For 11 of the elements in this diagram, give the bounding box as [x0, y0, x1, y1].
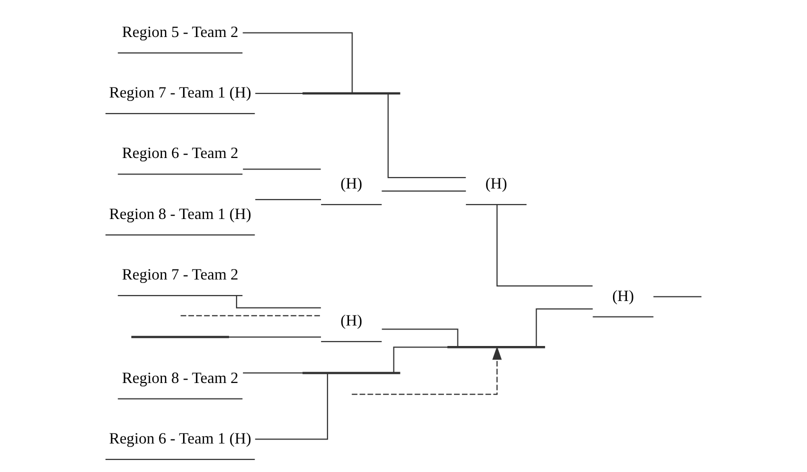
node-text: Region 5 - Team 2: [121, 24, 238, 41]
node-text: (H): [340, 312, 362, 330]
node-text: Region 8 - Team 2: [121, 370, 238, 387]
node-text: Region 7 - Team 1 (H): [108, 84, 251, 102]
node-text: (H): [340, 176, 362, 193]
node-text: Region 6 - Team 2: [121, 145, 238, 162]
node-text: Region 8 - Team 1 (H): [108, 206, 251, 223]
node-text: (H): [612, 288, 634, 305]
node-text: Region 7 - Team 2: [121, 266, 238, 284]
node-text: (H): [484, 176, 507, 193]
node-text: Region 6 - Team 1 (H): [108, 430, 251, 448]
